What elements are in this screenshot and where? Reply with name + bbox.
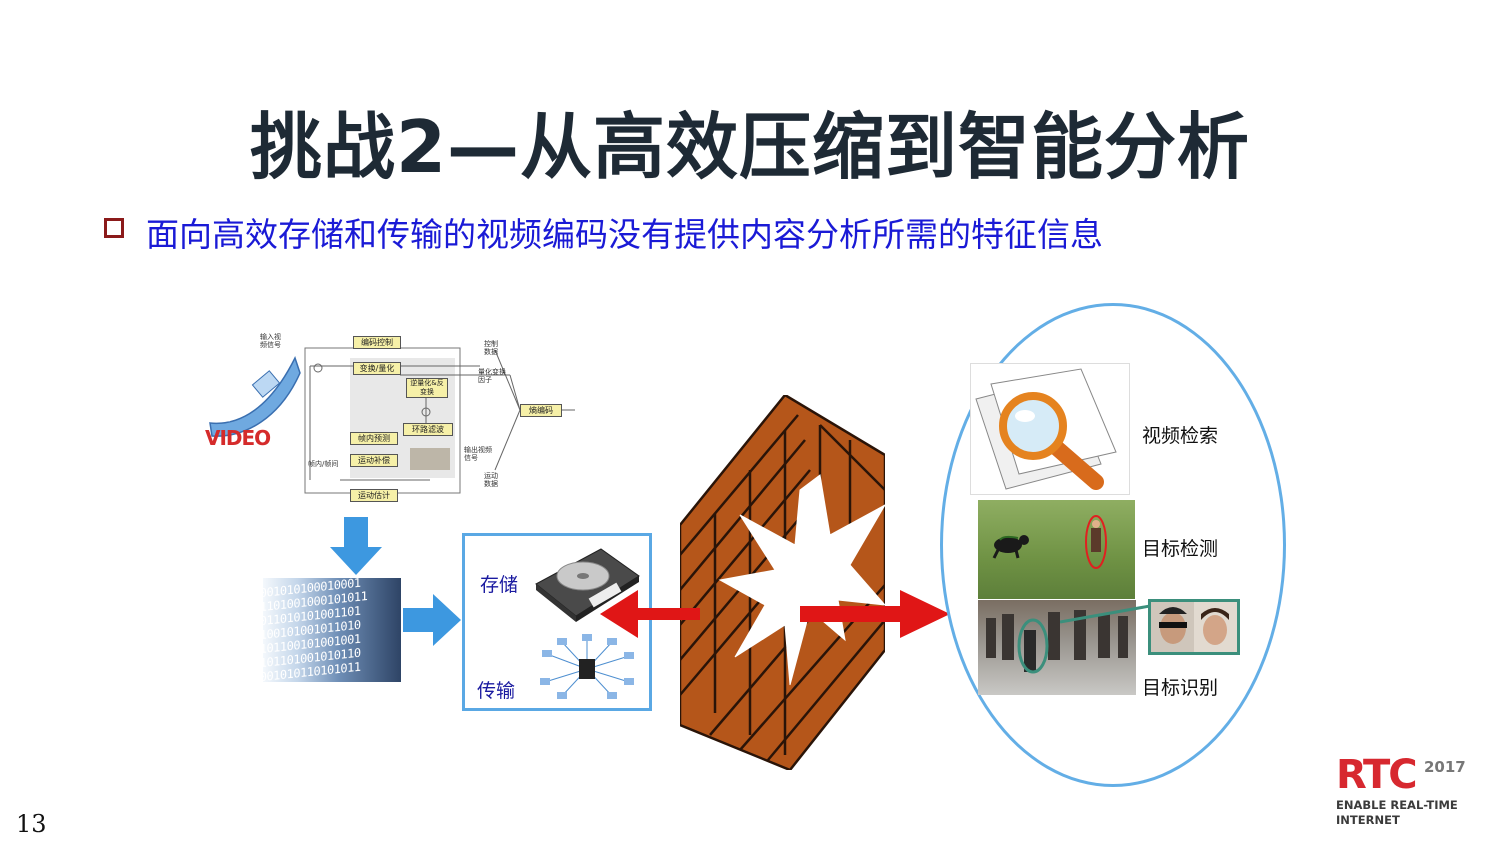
coding-control-block: 编码控制	[353, 336, 401, 349]
intra-pred-block: 帧内预测	[350, 432, 398, 445]
motion-comp-block: 运动补偿	[350, 454, 398, 467]
object-recognition-label: 目标识别	[1142, 677, 1219, 699]
brick-wall-image	[678, 393, 887, 772]
encoder-diagram: 编码控制 变换/量化 逆量化&反变换 环路滤波 帧内预测 运动补偿 运动估计 熵…	[250, 330, 590, 510]
connector-line	[1059, 604, 1151, 624]
transmission-label: 传输	[477, 680, 516, 702]
storage-label: 存储	[480, 574, 519, 596]
loop-filter-block: 环路滤波	[403, 423, 453, 436]
network-icon	[537, 634, 637, 704]
transform-quant-block: 变换/量化	[353, 362, 401, 375]
rtc-logo: RTC 2017 ENABLE REAL-TIME INTERNET	[1336, 752, 1476, 831]
slide-title: 挑战2—从高效压缩到智能分析	[249, 105, 1251, 189]
bullet-text: 面向高效存储和传输的视频编码没有提供内容分析所需的特征信息	[146, 215, 1103, 254]
object-recognition-image	[978, 600, 1136, 695]
video-logo-text: VIDEO	[205, 426, 271, 450]
rtc-tagline-2: INTERNET	[1336, 813, 1400, 827]
object-detection-image	[978, 500, 1135, 599]
quant-coef-label: 量化变换因子	[478, 368, 506, 384]
rtc-brand-text: RTC	[1336, 752, 1418, 798]
motion-data-label: 运动数据	[484, 472, 498, 488]
object-detection-label: 目标检测	[1142, 538, 1219, 560]
video-retrieval-icon	[970, 363, 1130, 495]
face-crops-image	[1148, 599, 1240, 655]
analysis-ellipse	[940, 303, 1286, 787]
hard-disk-icon	[531, 544, 643, 624]
left-red-arrow-icon	[600, 588, 700, 640]
rtc-tagline-1: ENABLE REAL-TIME	[1336, 798, 1458, 812]
intra-inter-label: 帧内/帧间	[308, 460, 339, 468]
right-arrow-icon	[403, 592, 463, 648]
output-signal-label: 输出视频信号	[464, 446, 492, 462]
entropy-block: 熵编码	[520, 404, 562, 417]
video-film-icon	[200, 348, 310, 458]
bullet-square-icon	[104, 218, 124, 238]
page-number: 13	[16, 810, 47, 838]
down-arrow-icon	[326, 517, 386, 577]
inverse-transform-block: 逆量化&反变换	[406, 378, 448, 398]
input-signal-label: 输入视频信号	[260, 333, 281, 349]
control-data-label: 控制数据	[484, 340, 498, 356]
video-retrieval-label: 视频检索	[1142, 425, 1219, 447]
motion-est-block: 运动估计	[350, 489, 398, 502]
rtc-year-text: 2017	[1424, 758, 1466, 776]
right-red-arrow-icon	[800, 588, 950, 640]
